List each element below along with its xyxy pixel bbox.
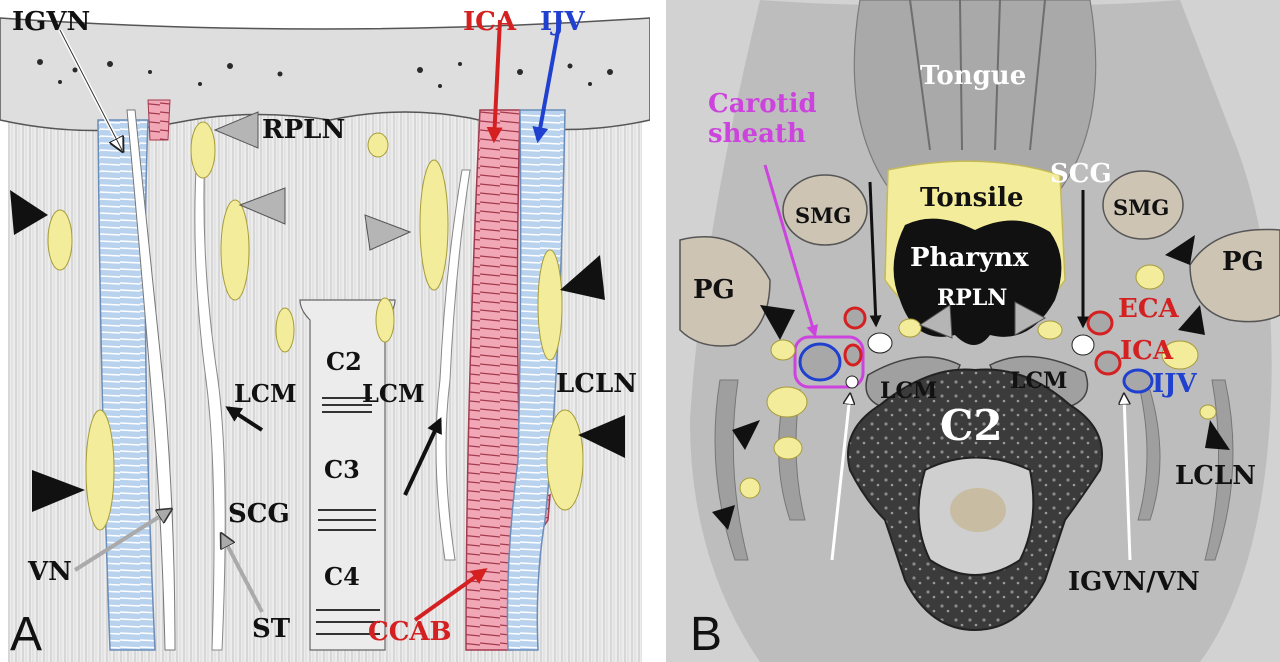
label-rpln: RPLN (262, 115, 345, 145)
left-scg-b (867, 332, 893, 354)
label-lcm-left-b: LCM (880, 378, 937, 404)
left-ijv (97, 119, 156, 651)
scg-left-arrow-b (868, 181, 882, 328)
label-lcm-right-b: LCM (1010, 368, 1067, 394)
lcln-markers-b (712, 235, 1230, 530)
vertebra-lines (316, 397, 380, 635)
labels-a: IGVN ICA IJV RPLN C2 LCM LCM C3 C4 LCLN … (12, 7, 637, 647)
label-scg-b: SCG (1050, 159, 1112, 189)
label-eca: ECA (1118, 294, 1180, 324)
label-rpln-b: RPLN (937, 285, 1007, 311)
igvn-left-arrow-b (830, 395, 850, 561)
rpln-markers-a (213, 111, 412, 251)
left-ica-top (147, 99, 171, 141)
carotid-sheath-outline (793, 335, 865, 389)
label-vn: VN (27, 557, 72, 587)
label-ccab: CCAB (368, 617, 452, 647)
left-eca-b (843, 306, 867, 330)
vn-arrow (73, 510, 170, 572)
left-ijv-b (798, 342, 842, 382)
ica-arrow (486, 19, 503, 144)
arrows-a (58, 19, 562, 622)
pg-left (679, 236, 771, 347)
skull-pores (37, 59, 613, 88)
label-ica: ICA (463, 7, 517, 37)
label-c4: C4 (324, 562, 360, 591)
lymph-nodes-b (739, 264, 1217, 499)
spinal-cord (950, 488, 1006, 532)
label-smg-right: SMG (1113, 195, 1169, 220)
label-lcm-left: LCM (234, 379, 297, 408)
label-lcln-b: LCLN (1175, 461, 1256, 491)
right-sympathetic-chain (435, 169, 471, 561)
label-lcln: LCLN (556, 369, 637, 399)
carotid-sheath-arrow (763, 164, 819, 338)
label-pharynx: Pharynx (910, 243, 1029, 273)
scg-right-arrow (403, 417, 442, 496)
label-igvn-vn: IGVN/VN (1068, 567, 1200, 597)
scg-left-arrow (225, 406, 264, 432)
label-c2: C2 (326, 347, 362, 376)
right-eca-b (1086, 310, 1114, 336)
left-nerve-b (845, 375, 859, 389)
ccab-arrow (413, 568, 488, 622)
panel-divider (650, 0, 666, 662)
label-tongue: Tongue (920, 61, 1026, 91)
label-carotid-sheath-2: sheath (708, 119, 806, 149)
lymph-nodes-a (47, 121, 584, 531)
label-ica-b: ICA (1120, 336, 1174, 366)
left-ica-b (843, 343, 863, 367)
label-ijv-b: IJV (1152, 369, 1197, 399)
label-pg-right: PG (1222, 247, 1264, 277)
vertebral-column (299, 299, 396, 651)
label-lcm-right: LCM (362, 379, 425, 408)
label-c3: C3 (324, 455, 360, 484)
st-arrow (222, 535, 264, 613)
arrows-b (763, 164, 1132, 561)
label-st: ST (252, 614, 291, 644)
labels-b: Tongue Carotid sheath SCG Tonsile SMG SM… (693, 61, 1264, 597)
right-ijv-b (1122, 368, 1154, 394)
label-carotid-sheath-1: Carotid (708, 89, 817, 119)
pg-right (1189, 228, 1280, 323)
panel-letter-b: B (690, 608, 722, 661)
right-scg-b (1071, 334, 1095, 356)
label-c2-b: C2 (940, 401, 1003, 450)
smg-right (1102, 170, 1184, 240)
panel-b: Tongue Carotid sheath SCG Tonsile SMG SM… (666, 0, 1280, 662)
label-igvn: IGVN (12, 7, 90, 37)
lcln-markers-a (10, 190, 625, 512)
right-ica-b (1094, 350, 1122, 376)
smg-left (782, 174, 868, 246)
left-sympathetic-chain (194, 149, 226, 651)
panel-letter-a: A (10, 608, 42, 661)
label-ijv: IJV (540, 7, 585, 37)
rpln-markers-b (918, 301, 1047, 339)
ijv-arrow (532, 19, 562, 144)
label-smg-left: SMG (795, 203, 851, 228)
label-tonsile: Tonsile (920, 183, 1024, 213)
right-ijv (506, 109, 566, 651)
label-scg: SCG (228, 499, 290, 529)
panel-a: IGVN ICA IJV RPLN C2 LCM LCM C3 C4 LCLN … (0, 7, 651, 662)
label-pg-left: PG (693, 275, 735, 305)
igvn-right-arrow-b (1124, 395, 1132, 561)
